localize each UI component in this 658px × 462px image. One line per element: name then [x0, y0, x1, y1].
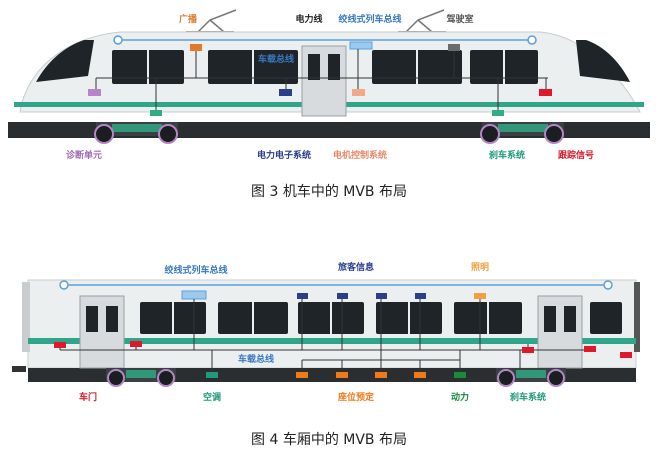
- cab-device: [448, 44, 460, 51]
- label-motor-control: 电机控制系统: [333, 149, 387, 161]
- carriage-bogie-left: [106, 368, 176, 387]
- door-device-mid: [130, 341, 142, 347]
- seat-device-2: [336, 372, 348, 378]
- door-device-far: [584, 346, 596, 352]
- label-power-electronics: 电力电子系统: [257, 149, 311, 161]
- label-power-line: 电力线: [295, 13, 322, 25]
- power-device: [454, 372, 466, 378]
- door-device-end: [620, 352, 632, 358]
- carriage-mvb-lines: [59, 297, 592, 374]
- label-mvb: 车载总线: [258, 53, 294, 65]
- label-lighting: 照明: [471, 262, 489, 273]
- ac-device: [206, 372, 218, 378]
- label-tracking: 跟踪信号: [558, 149, 594, 161]
- carriage-bogie-right: [496, 368, 566, 387]
- motor-control-device: [352, 89, 365, 96]
- locomotive-figure: 广播 电力线 绞线式列车总线 驾驶室 车载总线 诊断单元 电力电子系统 电机控制…: [8, 9, 650, 200]
- seat-device-1: [296, 372, 308, 378]
- power-electronics-device: [279, 89, 292, 96]
- cab-window-right: [576, 40, 630, 82]
- label-brake: 刹车系统: [489, 149, 525, 161]
- label-wtb: 绞线式列车总线: [338, 13, 401, 25]
- cab-window-left: [36, 40, 94, 82]
- mvb-lines: [95, 49, 548, 112]
- pantograph-right: [398, 9, 446, 35]
- carriage-door-left: [79, 295, 125, 369]
- bogie-left: [94, 122, 178, 144]
- label-broadcast: 广播: [179, 13, 198, 25]
- brake-device-left: [150, 110, 162, 116]
- door-device-right: [522, 347, 534, 353]
- lighting-device: [474, 293, 486, 299]
- label-passenger-info: 旅客信息: [338, 261, 374, 273]
- door-device-left: [54, 342, 66, 348]
- brake-device-right: [492, 110, 504, 116]
- carriage-door-right: [537, 295, 583, 369]
- info-device-1: [297, 293, 308, 299]
- label-carriage-brake: 刹车系统: [510, 391, 546, 403]
- broadcast-device: [190, 44, 202, 51]
- info-device-2: [337, 293, 348, 299]
- carriage-stripe: [28, 338, 636, 344]
- label-carriage-mvb: 车载总线: [238, 353, 274, 365]
- wtb-gateway: [349, 41, 373, 50]
- bogie-right: [480, 122, 564, 144]
- info-device-3: [376, 293, 387, 299]
- tracking-device: [539, 89, 552, 96]
- diagnostic-device: [88, 89, 101, 96]
- label-ac: 空调: [203, 391, 221, 403]
- label-power: 动力: [451, 391, 469, 403]
- label-seat-reservation: 座位预定: [337, 391, 375, 403]
- info-device-4: [415, 293, 426, 299]
- carriage-wtb-gateway: [181, 290, 207, 300]
- figure3-caption: 图 3 机车中的 MVB 布局: [251, 183, 407, 200]
- carriage-window-dividers: [172, 302, 489, 334]
- seat-device-4: [414, 372, 426, 378]
- seat-device-3: [375, 372, 387, 378]
- label-diagnostic: 诊断单元: [66, 149, 102, 161]
- label-cab: 驾驶室: [446, 13, 473, 25]
- label-carriage-wtb: 绞线式列车总线: [164, 264, 227, 276]
- label-door: 车门: [79, 391, 97, 403]
- figure4-caption: 图 4 车厢中的 MVB 布局: [251, 431, 407, 448]
- carriage-underframe: [28, 368, 636, 382]
- carriage-figure: 绞线式列车总线 旅客信息 照明 车载总线 车门 空调 座位预定 动力 刹车系统 …: [12, 261, 640, 448]
